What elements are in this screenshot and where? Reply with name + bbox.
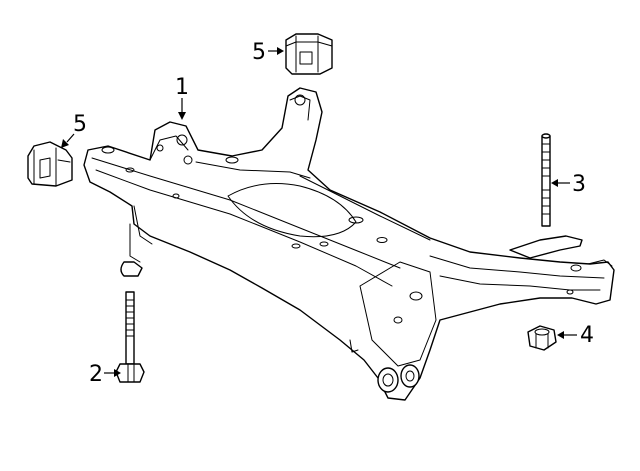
callout-3: 3: [551, 172, 586, 197]
callout-label-1: 1: [175, 75, 189, 100]
callout-label-4: 4: [580, 323, 594, 348]
subframe-crossmember: [83, 87, 615, 401]
callout-5-left: 5: [61, 112, 87, 148]
bolt-part: [115, 291, 145, 383]
nut-part: [527, 325, 557, 351]
bushing-part-upper: [285, 33, 333, 75]
callout-4: 4: [557, 323, 594, 348]
stud-part: [541, 133, 551, 227]
callout-label-5-left: 5: [73, 112, 87, 137]
callout-label-2: 2: [89, 362, 103, 387]
callout-1: 1: [175, 75, 189, 120]
callout-2: 2: [89, 362, 121, 387]
bushing-part-left: [27, 141, 73, 187]
callout-label-3: 3: [572, 172, 586, 197]
callout-5-upper: 5: [252, 40, 284, 65]
callout-label-5-upper: 5: [252, 40, 266, 65]
